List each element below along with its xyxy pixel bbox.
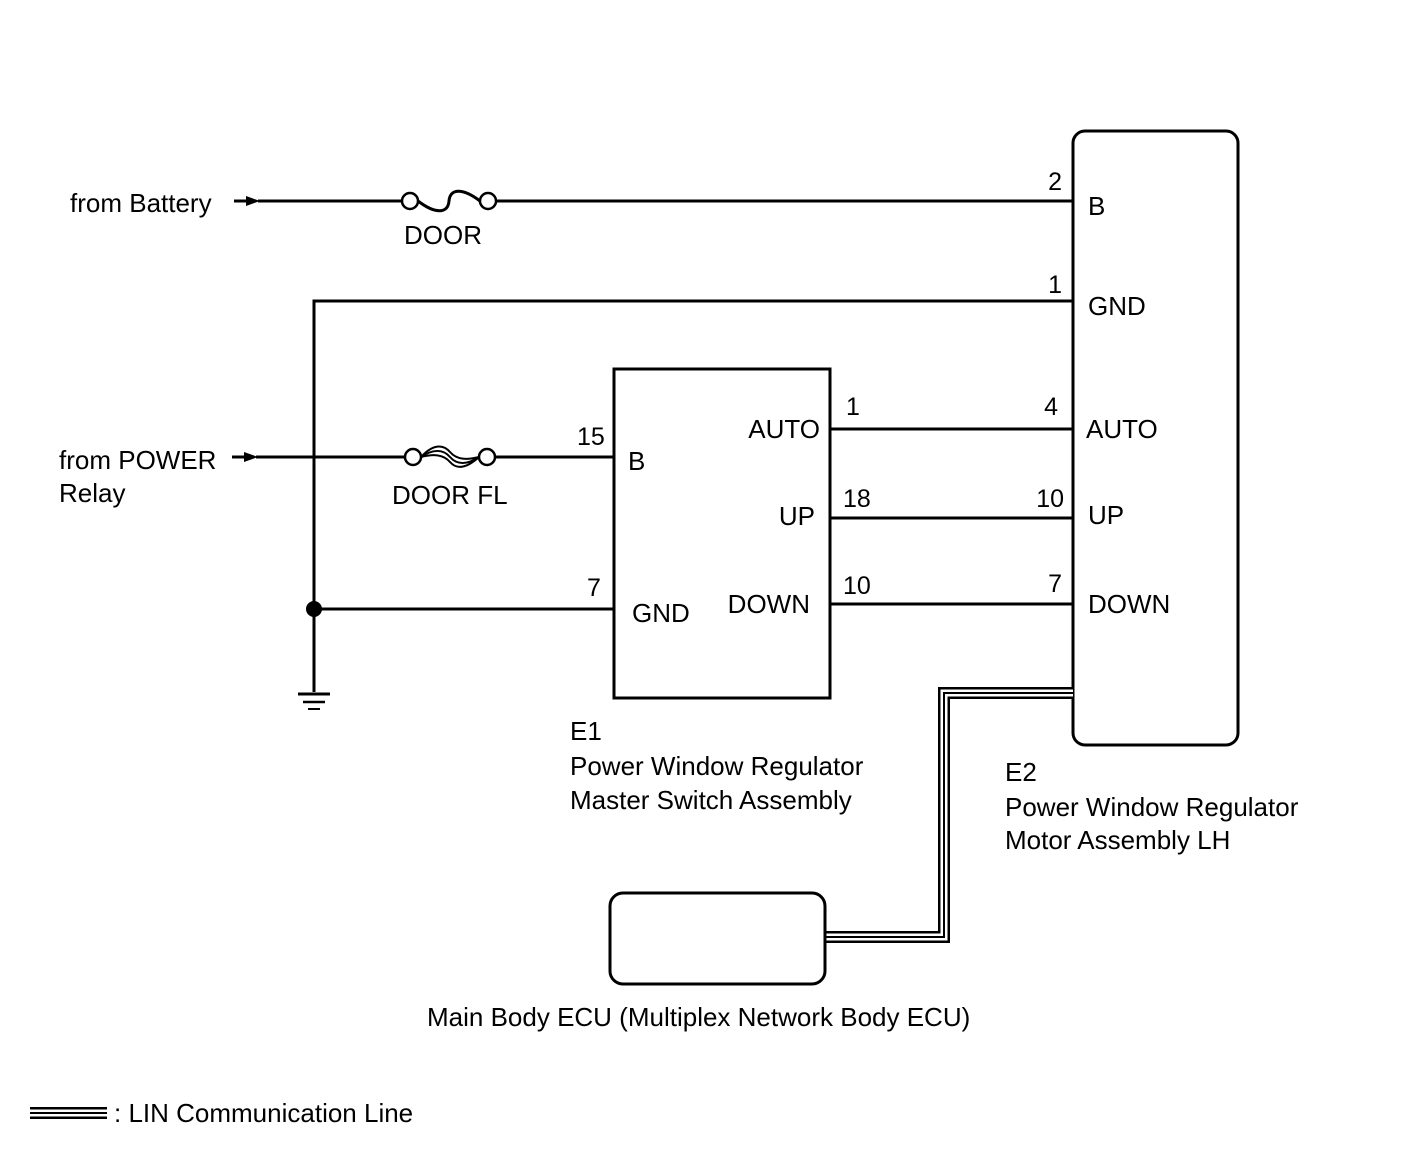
e2-pin-down: 7 [1048, 570, 1062, 598]
e1-code: E1 [570, 716, 602, 746]
e2-pin-gnd: 1 [1048, 271, 1062, 299]
door-fl-fuse-icon [403, 445, 497, 468]
door-fl-fuse-label: DOOR FL [392, 480, 508, 510]
e2-name-line2: Motor Assembly LH [1005, 825, 1230, 855]
e1-terminal-up: UP [779, 501, 815, 531]
e2-pin-auto: 4 [1044, 393, 1058, 421]
power-relay-label-line1: from POWER [59, 445, 216, 475]
e1-terminal-down: DOWN [728, 589, 810, 619]
battery-arrow-icon [234, 196, 260, 206]
door-fuse-label: DOOR [404, 220, 482, 250]
battery-source-label: from Battery [70, 188, 212, 218]
e1-master-switch-box [612, 367, 832, 700]
ground-icon [298, 692, 330, 710]
e1-pin-auto: 1 [846, 393, 860, 421]
lin-communication-line [826, 687, 1073, 943]
e1-name-line1: Power Window Regulator [570, 751, 864, 781]
e2-terminal-b: B [1088, 191, 1105, 221]
e2-name-line1: Power Window Regulator [1005, 792, 1299, 822]
e2-terminal-down: DOWN [1088, 589, 1170, 619]
e1-pin-gnd: 7 [587, 574, 601, 602]
e2-terminal-auto: AUTO [1086, 414, 1158, 444]
e1-pin-up: 18 [843, 485, 871, 513]
e1-terminal-b: B [628, 446, 645, 476]
main-body-ecu-box [608, 891, 827, 986]
ground-wire [312, 299, 1073, 692]
e2-terminal-gnd: GND [1088, 291, 1146, 321]
e1-terminal-auto: AUTO [748, 414, 820, 444]
e2-terminal-up: UP [1088, 500, 1124, 530]
e2-code: E2 [1005, 757, 1037, 787]
e1-pin-b: 15 [577, 423, 605, 451]
e2-pin-up: 10 [1036, 485, 1064, 513]
e2-pin-b: 2 [1048, 168, 1062, 196]
e1-name-line2: Master Switch Assembly [570, 785, 852, 815]
e2-motor-assembly-box [1071, 129, 1240, 747]
power-relay-label-line2: Relay [59, 478, 125, 508]
door-fuse-icon [400, 189, 498, 213]
e1-pin-down: 10 [843, 572, 871, 600]
power-relay-arrow-icon [232, 452, 258, 462]
main-body-ecu-label: Main Body ECU (Multiplex Network Body EC… [427, 1002, 970, 1032]
e1-terminal-gnd: GND [632, 598, 690, 628]
lin-legend-label: : LIN Communication Line [114, 1098, 413, 1128]
